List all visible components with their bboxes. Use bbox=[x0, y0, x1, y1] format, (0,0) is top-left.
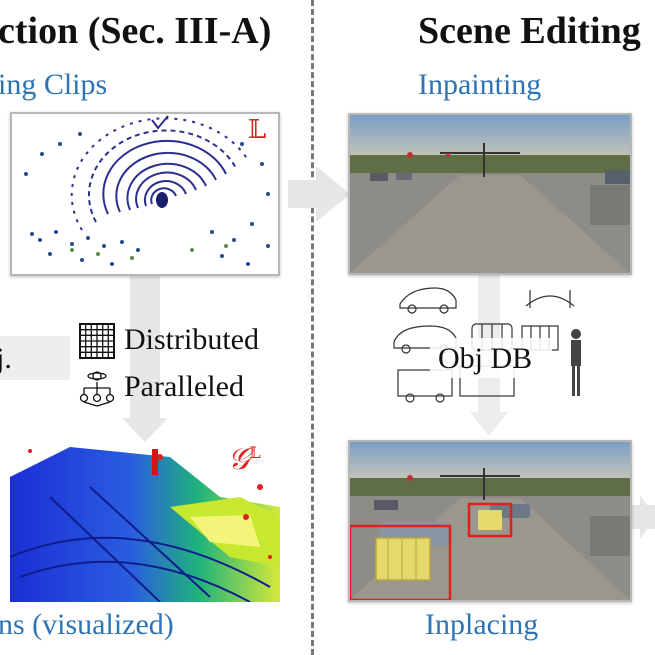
lidar-label: 𝕃 bbox=[248, 115, 267, 144]
left-heading: ction (Sec. III-A) bbox=[0, 10, 272, 52]
left-caption-bottom: ns (visualized) bbox=[0, 608, 174, 641]
db-label-backdrop bbox=[430, 338, 552, 378]
grid-icon bbox=[79, 323, 115, 359]
inpainting-image bbox=[348, 113, 632, 275]
arrow-right-icon bbox=[288, 166, 350, 222]
right-caption-bottom: Inplacing bbox=[425, 608, 539, 641]
feature-paralleled: Paralleled bbox=[124, 370, 244, 403]
cropped-label: j. bbox=[0, 342, 12, 375]
section-divider bbox=[311, 0, 314, 655]
global-map-label: 𝒢𝕃 bbox=[228, 443, 261, 476]
inplacing-image bbox=[348, 440, 632, 602]
lidar-scan-image bbox=[10, 112, 280, 276]
feature-distributed: Distributed bbox=[124, 323, 259, 356]
parallel-nodes-icon bbox=[79, 371, 115, 407]
right-caption-top: Inpainting bbox=[418, 68, 542, 101]
arrow-down-icon bbox=[122, 270, 168, 442]
object-database-image bbox=[393, 287, 581, 403]
global-map-image bbox=[10, 437, 280, 602]
object-database-label: Obj DB bbox=[438, 342, 533, 375]
right-heading: Scene Editing bbox=[418, 10, 641, 52]
left-caption-top: ing Clips bbox=[0, 68, 108, 101]
